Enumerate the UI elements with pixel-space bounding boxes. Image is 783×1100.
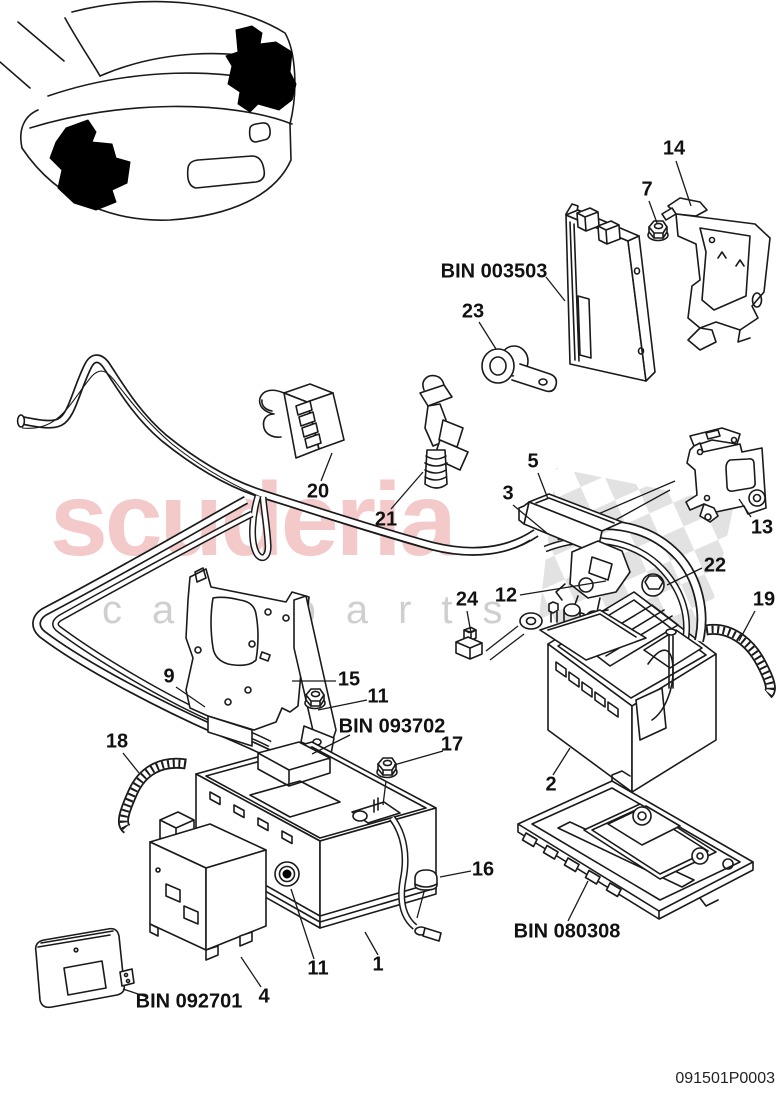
watermark-letter: t [441,588,453,632]
nut-17 [376,757,398,779]
drawing-number: 091501P0003 [675,1070,775,1087]
watermark-letter: s [482,588,503,632]
watermark-sub-text: c a r p a r t s [102,590,503,630]
callout-3: 3 [502,482,514,505]
callout-bin-092701: BIN 092701 [135,990,243,1013]
callout-20: 20 [306,480,330,503]
callout-1: 1 [372,953,384,976]
callout-17: 17 [440,733,464,756]
ecu-module [565,203,656,382]
callout-4: 4 [258,985,270,1008]
control-module-4 [149,811,267,961]
callout-5: 5 [527,450,539,473]
callout-13: 13 [750,516,774,539]
ecu-bracket-14 [661,197,771,351]
callout-18: 18 [105,730,129,753]
callout-9: 9 [163,665,175,688]
component-location-right [225,25,297,113]
callout-2: 2 [545,773,557,796]
nut-7 [647,220,669,242]
callout-bin-003503: BIN 003503 [440,260,548,283]
bracket-arm-15 [293,595,337,749]
callout-14: 14 [662,137,686,160]
callout-leader-lines [122,160,756,998]
watermark-letter: c [102,588,122,632]
cable-channel-5 [518,493,623,555]
cable-clip-screw-21 [419,374,469,489]
callout-15: 15 [337,668,361,691]
cap-16 [414,869,438,891]
callout-bin-093702: BIN 093702 [338,715,446,738]
callout-24: 24 [455,588,479,611]
battery-tray [517,770,754,920]
p-clamp-23 [481,345,558,393]
cable-connector-12-area [519,540,703,741]
corrugated-hose-18 [117,757,187,834]
bracket-13 [685,427,767,523]
callout-23: 23 [461,300,485,323]
mounting-bracket-9 [185,567,337,755]
callout-19: 19 [752,588,776,611]
car-rear-sketch [0,0,297,221]
corrugated-hose-19 [705,623,776,699]
callout-22: 22 [703,554,727,577]
receiver-module [34,927,135,1009]
watermark-letter: a [152,588,175,632]
grommet-11 [274,861,300,887]
callout-12: 12 [494,584,518,607]
callout-11a: 11 [367,685,389,708]
callout-21: 21 [374,508,398,531]
nut-11 [304,688,326,710]
callout-16: 16 [471,858,495,881]
hex-plug-22 [641,573,665,597]
callout-bin-080308: BIN 080308 [513,920,621,943]
bolt-24 [455,626,483,660]
watermark-letter: r [398,588,412,632]
watermark-letter: a [345,588,369,632]
component-location-left [49,119,131,211]
cable-clip-20 [258,383,345,459]
callout-11b: 11 [307,957,329,980]
callout-7: 7 [641,178,653,201]
